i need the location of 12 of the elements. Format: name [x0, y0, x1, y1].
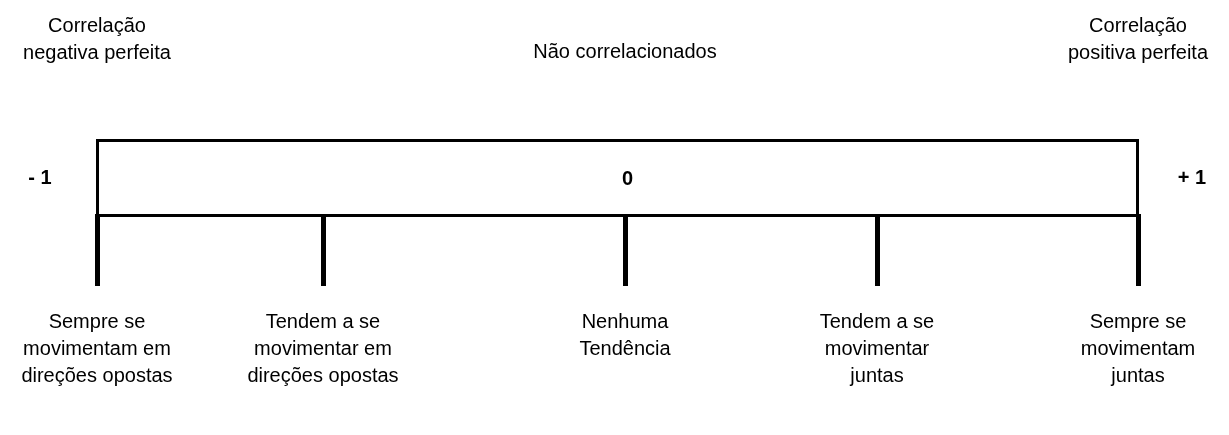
scale-bar	[96, 139, 1139, 217]
scale-heading: Correlação positiva perfeita	[1066, 13, 1210, 65]
scale-heading: Não correlacionados	[532, 39, 718, 64]
tick-description: Sempre se movimentam juntas	[1079, 309, 1197, 388]
tick-description: Tendem a se movimentar em direções opostas	[246, 309, 400, 388]
tick-description: Nenhuma Tendência	[578, 309, 672, 361]
scale-value: 0	[621, 166, 634, 190]
scale-heading: Correlação negativa perfeita	[22, 13, 172, 65]
scale-value: - 1	[27, 165, 53, 190]
tick-description: Tendem a se movimentar juntas	[818, 309, 936, 388]
tick-description: Sempre se movimentam em direções opostas	[20, 309, 174, 388]
scale-value: + 1	[1176, 165, 1208, 190]
